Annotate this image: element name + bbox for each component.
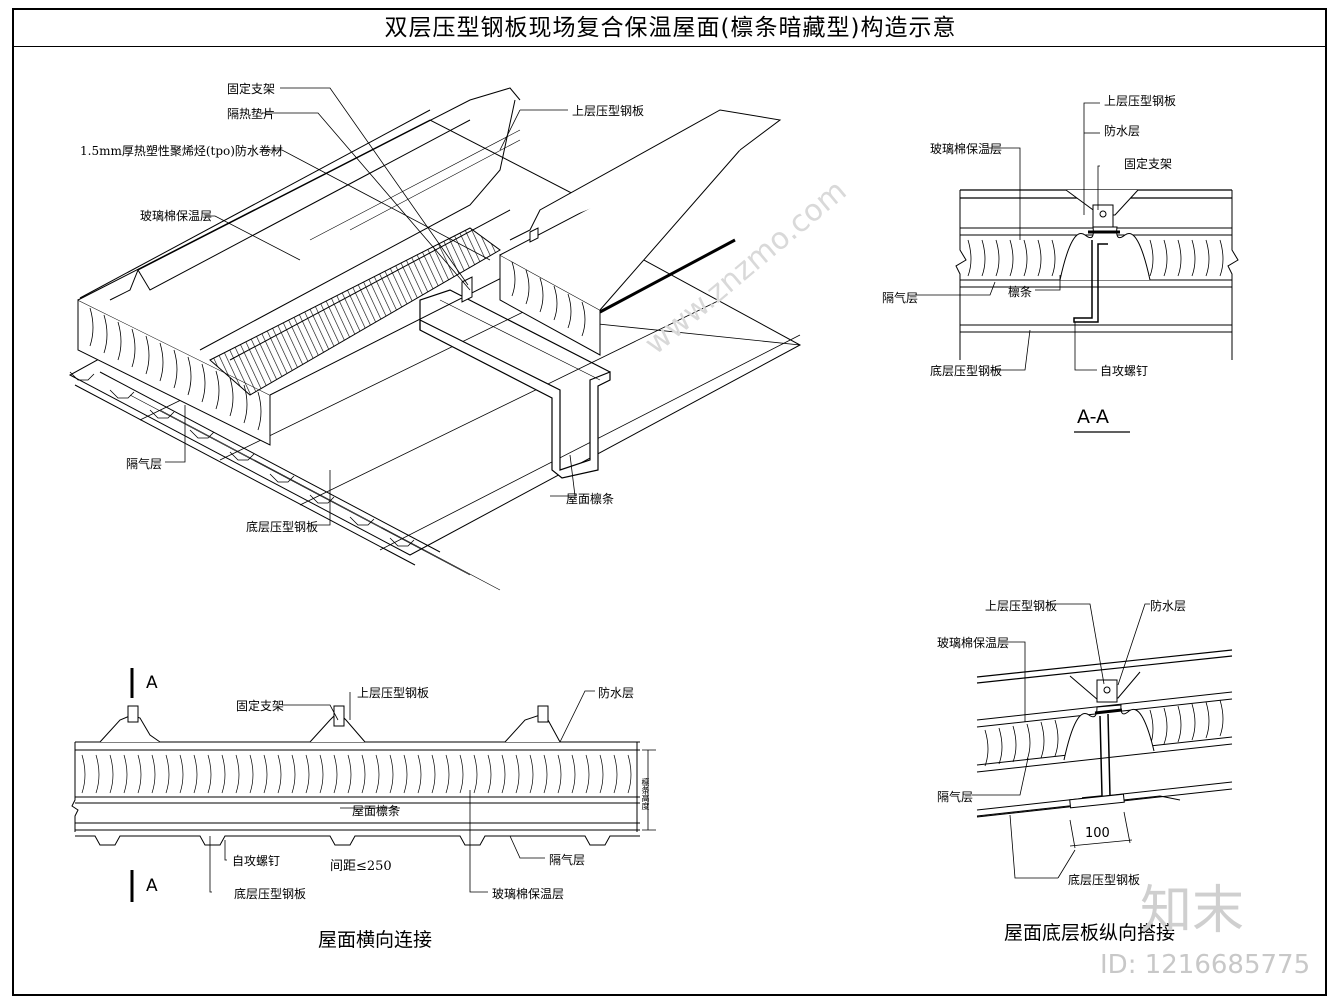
cut-mark-a-bottom: A bbox=[146, 876, 158, 896]
iso-label-insulating-pad: 隔热垫片 bbox=[227, 107, 276, 121]
tr-label-upper-plate: 上层压型钢板 bbox=[357, 686, 430, 700]
longitudinal-caption: 屋面底层板纵向搭接 bbox=[1004, 922, 1176, 944]
tr-label-roof-purlin: 屋面檩条 bbox=[352, 804, 401, 818]
transverse-view bbox=[71, 668, 656, 902]
tr-label-fixed-bracket: 固定支架 bbox=[236, 699, 285, 713]
watermark-id: ID: 1216685775 bbox=[1100, 950, 1311, 980]
drawing-title: 双层压型钢板现场复合保温屋面(檩条暗藏型)构造示意 bbox=[384, 15, 957, 41]
lg-label-bottom-plate: 底层压型钢板 bbox=[1068, 873, 1141, 887]
iso-bracket bbox=[461, 276, 473, 303]
aa-label-purlin: 檩条 bbox=[1008, 285, 1033, 299]
aa-label-upper-plate: 上层压型钢板 bbox=[1104, 94, 1177, 108]
title-underline bbox=[12, 46, 1327, 47]
lg-label-upper-plate: 上层压型钢板 bbox=[985, 599, 1058, 613]
aa-label-glass-wool: 玻璃棉保温层 bbox=[930, 142, 1003, 156]
isometric-view bbox=[68, 87, 802, 591]
iso-bracket-right bbox=[529, 227, 539, 243]
iso-label-glass-wool: 玻璃棉保温层 bbox=[140, 209, 213, 223]
lg-label-vapor-barrier: 隔气层 bbox=[937, 790, 974, 804]
iso-leaders bbox=[165, 87, 576, 526]
tr-label-purlin-height: 檩条高度 bbox=[641, 778, 650, 810]
drawing-frame bbox=[12, 8, 1327, 996]
cut-mark-a-top: A bbox=[146, 673, 158, 693]
aa-label-bottom-plate: 底层压型钢板 bbox=[930, 364, 1003, 378]
watermark-brand: 知末 bbox=[1140, 881, 1245, 941]
section-aa bbox=[915, 102, 1239, 433]
iso-tpo-membrane bbox=[209, 227, 501, 396]
iso-label-upper-plate: 上层压型钢板 bbox=[572, 104, 645, 118]
transverse-caption: 屋面横向连接 bbox=[318, 929, 433, 951]
tr-label-screw: 自攻螺钉 bbox=[232, 854, 281, 868]
aa-caption: A-A bbox=[1077, 406, 1110, 428]
aa-label-waterproof: 防水层 bbox=[1104, 124, 1141, 138]
iso-label-bottom-plate: 底层压型钢板 bbox=[246, 520, 319, 534]
lg-label-glass-wool: 玻璃棉保温层 bbox=[937, 636, 1010, 650]
iso-label-tpo-membrane: 1.5mm厚热塑性聚烯烃(tpo)防水卷材 bbox=[80, 144, 283, 158]
tr-label-glass-wool: 玻璃棉保温层 bbox=[492, 887, 565, 901]
tr-label-vapor-barrier: 隔气层 bbox=[549, 853, 586, 867]
aa-label-vapor-barrier: 隔气层 bbox=[882, 291, 919, 305]
iso-label-roof-purlin: 屋面檩条 bbox=[566, 492, 615, 506]
aa-label-screw: 自攻螺钉 bbox=[1100, 364, 1149, 378]
iso-label-fixed-bracket: 固定支架 bbox=[227, 82, 276, 96]
iso-label-vapor-barrier: 隔气层 bbox=[126, 457, 163, 471]
lg-label-waterproof: 防水层 bbox=[1150, 599, 1187, 613]
tr-label-bottom-plate: 底层压型钢板 bbox=[234, 887, 307, 901]
tr-label-spacing: 间距≤250 bbox=[330, 859, 392, 874]
tr-label-waterproof: 防水层 bbox=[598, 686, 635, 700]
longitudinal-view bbox=[972, 603, 1233, 879]
aa-label-fixed-bracket: 固定支架 bbox=[1124, 157, 1173, 171]
lg-dimension-100: 100 bbox=[1085, 826, 1110, 841]
iso-insulation-right bbox=[499, 109, 782, 356]
iso-purlin bbox=[419, 289, 611, 479]
